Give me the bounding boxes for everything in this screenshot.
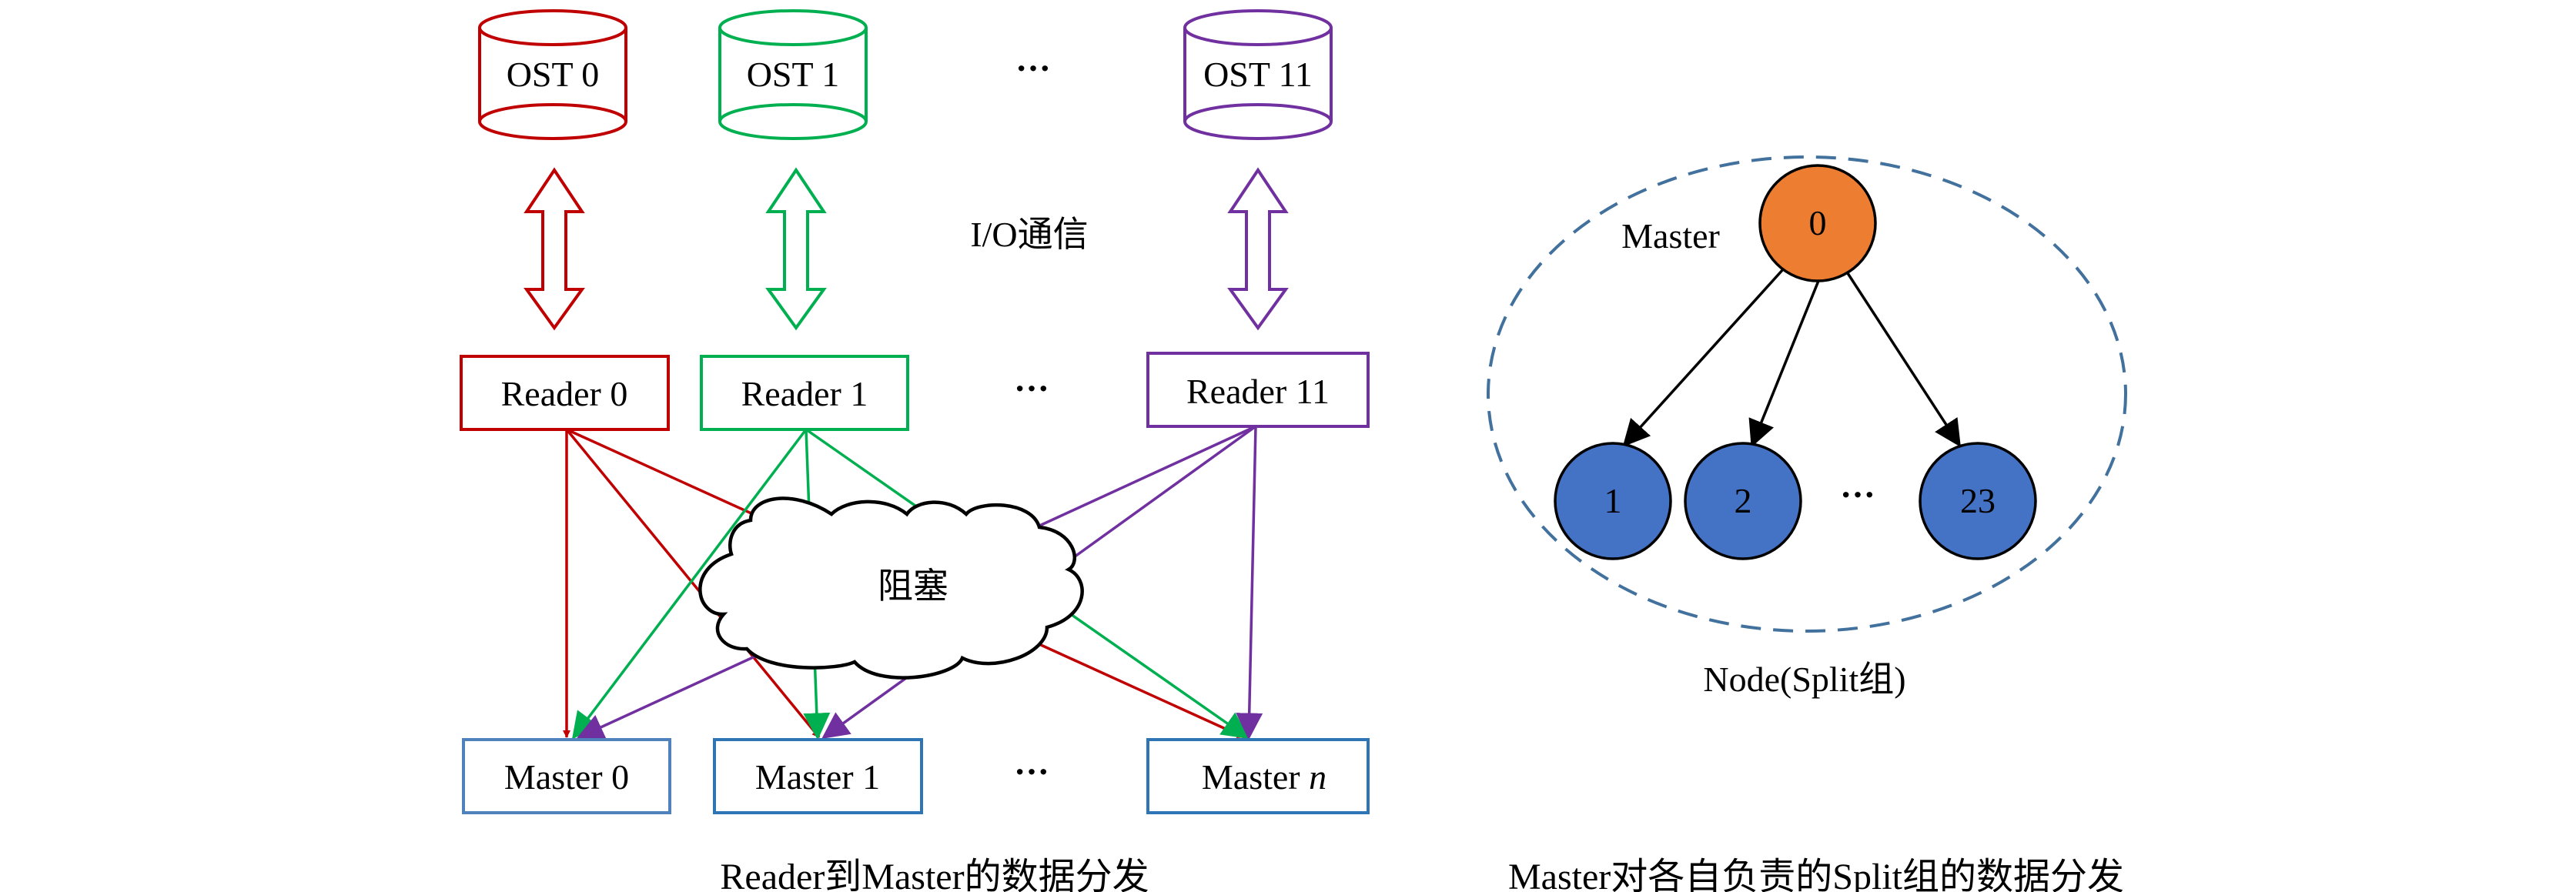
reader-1-label: Reader 1 <box>741 374 868 413</box>
ost-ellipsis: ··· <box>1015 48 1051 88</box>
arrow-reader1-master0 <box>571 428 808 740</box>
split-group-label: Node(Split组) <box>1703 660 1905 699</box>
arrow-root-node2 <box>1748 280 1820 448</box>
child-node-23-label: 23 <box>1960 481 1996 520</box>
root-master-node <box>1758 164 1877 282</box>
root-node-label: 0 <box>1809 203 1827 242</box>
left-caption: Reader到Master的数据分发 <box>720 857 1149 892</box>
reader-0-label: Reader 0 <box>501 374 628 413</box>
master-n-box <box>1146 738 1370 814</box>
child-node-23 <box>1919 442 2037 560</box>
master-1-box <box>713 738 923 814</box>
ost-0-label: OST 0 <box>507 55 600 94</box>
master-0-box <box>462 738 671 814</box>
master-n-label: Master n <box>1202 757 1326 797</box>
child-node-1-label: 1 <box>1604 481 1622 520</box>
reader-ellipsis: ··· <box>1014 369 1049 408</box>
tree-arrows <box>1622 268 1961 448</box>
arrow-root-node1 <box>1622 268 1785 447</box>
master-role-label: Master <box>1621 216 1720 256</box>
child-node-1 <box>1554 442 1672 560</box>
arrow-reader0-master1 <box>565 428 821 739</box>
io-communication-label: I/O通信 <box>970 215 1088 254</box>
reader-11-label: Reader 11 <box>1186 372 1330 411</box>
reader-1-box <box>700 355 909 431</box>
master-n-prefix: Master <box>1202 757 1309 797</box>
arrow-root-node23 <box>1846 272 1961 447</box>
blocking-cloud <box>698 496 1084 680</box>
master-1-label: Master 1 <box>755 757 880 797</box>
ost-1-cylinder <box>718 9 868 140</box>
master-0-label: Master 0 <box>504 757 629 797</box>
ost-0-cylinder <box>478 9 627 140</box>
reader-0-box <box>460 355 670 431</box>
child-node-2 <box>1684 442 1802 560</box>
master-ellipsis: ··· <box>1014 752 1049 791</box>
master-n-italic: n <box>1309 757 1326 797</box>
child-node-2-label: 2 <box>1735 481 1752 520</box>
reader-11-box <box>1146 352 1370 428</box>
io-double-arrow-1 <box>765 167 827 331</box>
split-group-boundary <box>1487 155 2127 633</box>
arrow-reader11-mastern <box>1236 426 1263 740</box>
blocking-label: 阻塞 <box>878 566 948 606</box>
io-double-arrow-11 <box>1227 167 1289 331</box>
ost-1-label: OST 1 <box>747 55 840 94</box>
ost-11-label: OST 11 <box>1203 55 1313 94</box>
right-caption: Master对各自负责的Split组的数据分发 <box>1508 857 2124 892</box>
ost-11-cylinder <box>1183 9 1333 140</box>
node-ellipsis: ··· <box>1840 475 1875 514</box>
io-double-arrow-0 <box>524 167 585 331</box>
